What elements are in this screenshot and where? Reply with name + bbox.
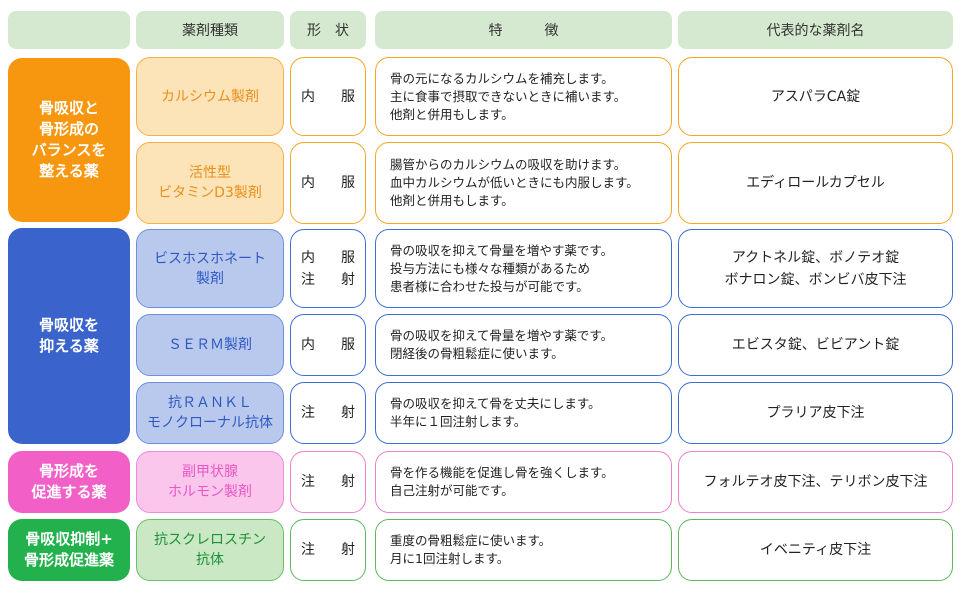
form-cell: 内 服 [290,314,366,376]
form-cell: 注 射 [290,451,366,513]
form-cell: 注 射 [290,519,366,581]
drug-name-cell: プラリア皮下注 [678,382,953,444]
form-cell: 内 服 [290,142,366,224]
form-cell: 内 服 注 射 [290,229,366,308]
category-formation-promoter: 骨形成を 促進する薬 [8,451,130,513]
feature-cell: 重度の骨粗鬆症に使います。 月に1回注射します。 [375,519,672,581]
feature-cell: 骨の吸収を抑えて骨を丈夫にします。 半年に１回注射します。 [375,382,672,444]
drug-type-pth: 副甲状腺 ホルモン製剤 [136,451,284,513]
category-resorption-inhibitor: 骨吸収を 抑える薬 [8,228,130,444]
header-drug-names: 代表的な薬剤名 [678,11,953,49]
header-form: 形 状 [290,11,366,49]
feature-cell: 骨の元になるカルシウムを補充します。 主に食事で摂取できないときに補います。 他… [375,57,672,136]
form-cell: 内 服 [290,57,366,136]
drug-name-cell: フォルテオ皮下注、テリボン皮下注 [678,451,953,513]
header-features: 特 徴 [375,11,672,49]
header-blank-cell [8,11,130,49]
drug-type-calcium: カルシウム製剤 [136,57,284,136]
drug-name-cell: エディロールカプセル [678,142,953,224]
form-cell: 注 射 [290,382,366,444]
drug-type-serm: ＳＥＲＭ製剤 [136,314,284,376]
drug-name-cell: アスパラCA錠 [678,57,953,136]
drug-name-cell: アクトネル錠、ボノテオ錠 ボナロン錠、ボンビバ皮下注 [678,229,953,308]
drug-type-anti-sclerostin: 抗スクレロスチン 抗体 [136,519,284,581]
feature-cell: 骨の吸収を抑えて骨量を増やす薬です。 投与方法にも様々な種類があるため 患者様に… [375,229,672,308]
feature-cell: 骨の吸収を抑えて骨量を増やす薬です。 閉経後の骨粗鬆症に使います。 [375,314,672,376]
drug-type-bisphosphonate: ビスホスホネート 製剤 [136,229,284,308]
feature-cell: 骨を作る機能を促進し骨を強くします。 自己注射が可能です。 [375,451,672,513]
header-drug-type: 薬剤種類 [136,11,284,49]
category-dual-action: 骨吸収抑制+ 骨形成促進薬 [8,519,130,581]
feature-cell: 腸管からのカルシウムの吸収を助けます。 血中カルシウムが低いときにも内服します。… [375,142,672,224]
drug-type-anti-rankl: 抗ＲＡＮＫＬ モノクローナル抗体 [136,382,284,444]
drug-type-vitamin-d3: 活性型 ビタミンD3製剤 [136,142,284,224]
drug-name-cell: エビスタ錠、ビビアント錠 [678,314,953,376]
category-balance: 骨吸収と 骨形成の バランスを 整える薬 [8,58,130,222]
drug-name-cell: イベニティ皮下注 [678,519,953,581]
